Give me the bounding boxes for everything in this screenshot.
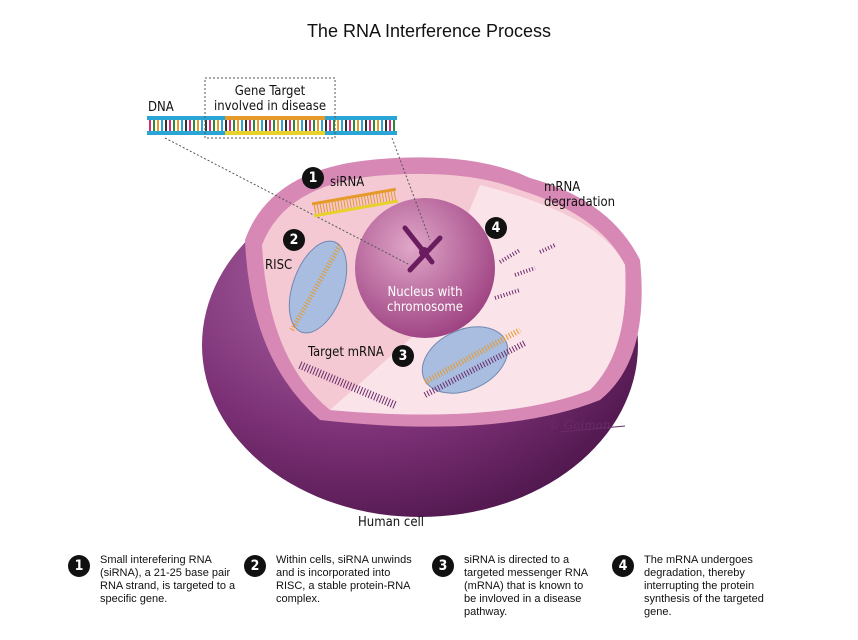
sirna-base [319,204,323,214]
step-marker-2: 2 [283,229,305,251]
sirna-base [390,191,394,201]
caption-marker-4: 4 [612,555,634,577]
sirna-base [393,190,397,201]
target-mrna-label: Target mRNA [308,345,384,360]
sirna-base [331,201,335,211]
sirna-base [375,194,379,204]
dna-strand: /* bars drawn below */ [147,116,397,135]
step-marker-3: 3 [392,345,414,367]
sirna-base [366,195,370,205]
caption-3: siRNA is directed to a targeted messenge… [464,554,588,618]
caption-marker-1: 1 [68,555,90,577]
sirna-base [328,202,332,212]
human-cell-label: Human cell [358,515,425,530]
risc-label: RISC [265,258,293,273]
sirna-base [346,199,349,209]
sirna-base [343,199,346,209]
sirna-base [337,200,340,210]
sirna-base [322,203,326,213]
target-mrna [298,361,397,409]
sirna-base [384,192,388,202]
sirna-base [372,194,376,204]
sirna-base [358,197,361,207]
sirna-base [381,193,385,203]
caption-2: Within cells, siRNA unwinds and is incor… [276,554,412,605]
mrna-degradation-label: mRNA degradation [544,180,616,210]
sirna-base [378,193,382,203]
caption-1: Small interefering RNA (siRNA), a 21-25 … [100,554,236,605]
signature: © Gaiman [548,418,611,432]
sirna-base [325,202,329,213]
step-marker-1: 1 [302,167,324,189]
caption-marker-2: 2 [244,555,266,577]
step-marker-4: 4 [485,217,507,239]
nucleus-label: Nucleus with chromosome [387,285,463,315]
caption-4: The mRNA undergoes degradation, thereby … [644,554,764,618]
gene-target-box [204,77,336,139]
sirna-base [334,201,338,211]
caption-marker-3: 3 [432,555,454,577]
nucleus [355,198,495,338]
sirna-base [387,192,391,202]
signature-underline [559,425,626,433]
sirna-molecule [311,187,399,218]
gene-target-label: Gene Target involved in disease [213,84,327,114]
sirna-base [340,200,343,210]
sirna-base [313,205,317,215]
sirna-label: siRNA [330,175,365,190]
diagram-title: The RNA Interference Process [306,21,552,41]
sirna-base [352,198,355,208]
degraded-mrna-fragments [494,243,556,300]
sirna-base [369,195,373,205]
sirna-base [361,196,364,206]
sirna-base [349,198,352,208]
sirna-base [316,204,320,214]
sirna-base [355,197,358,207]
risc-complex [288,240,348,334]
sirna-base [364,196,367,206]
dna-label: DNA [148,100,174,115]
